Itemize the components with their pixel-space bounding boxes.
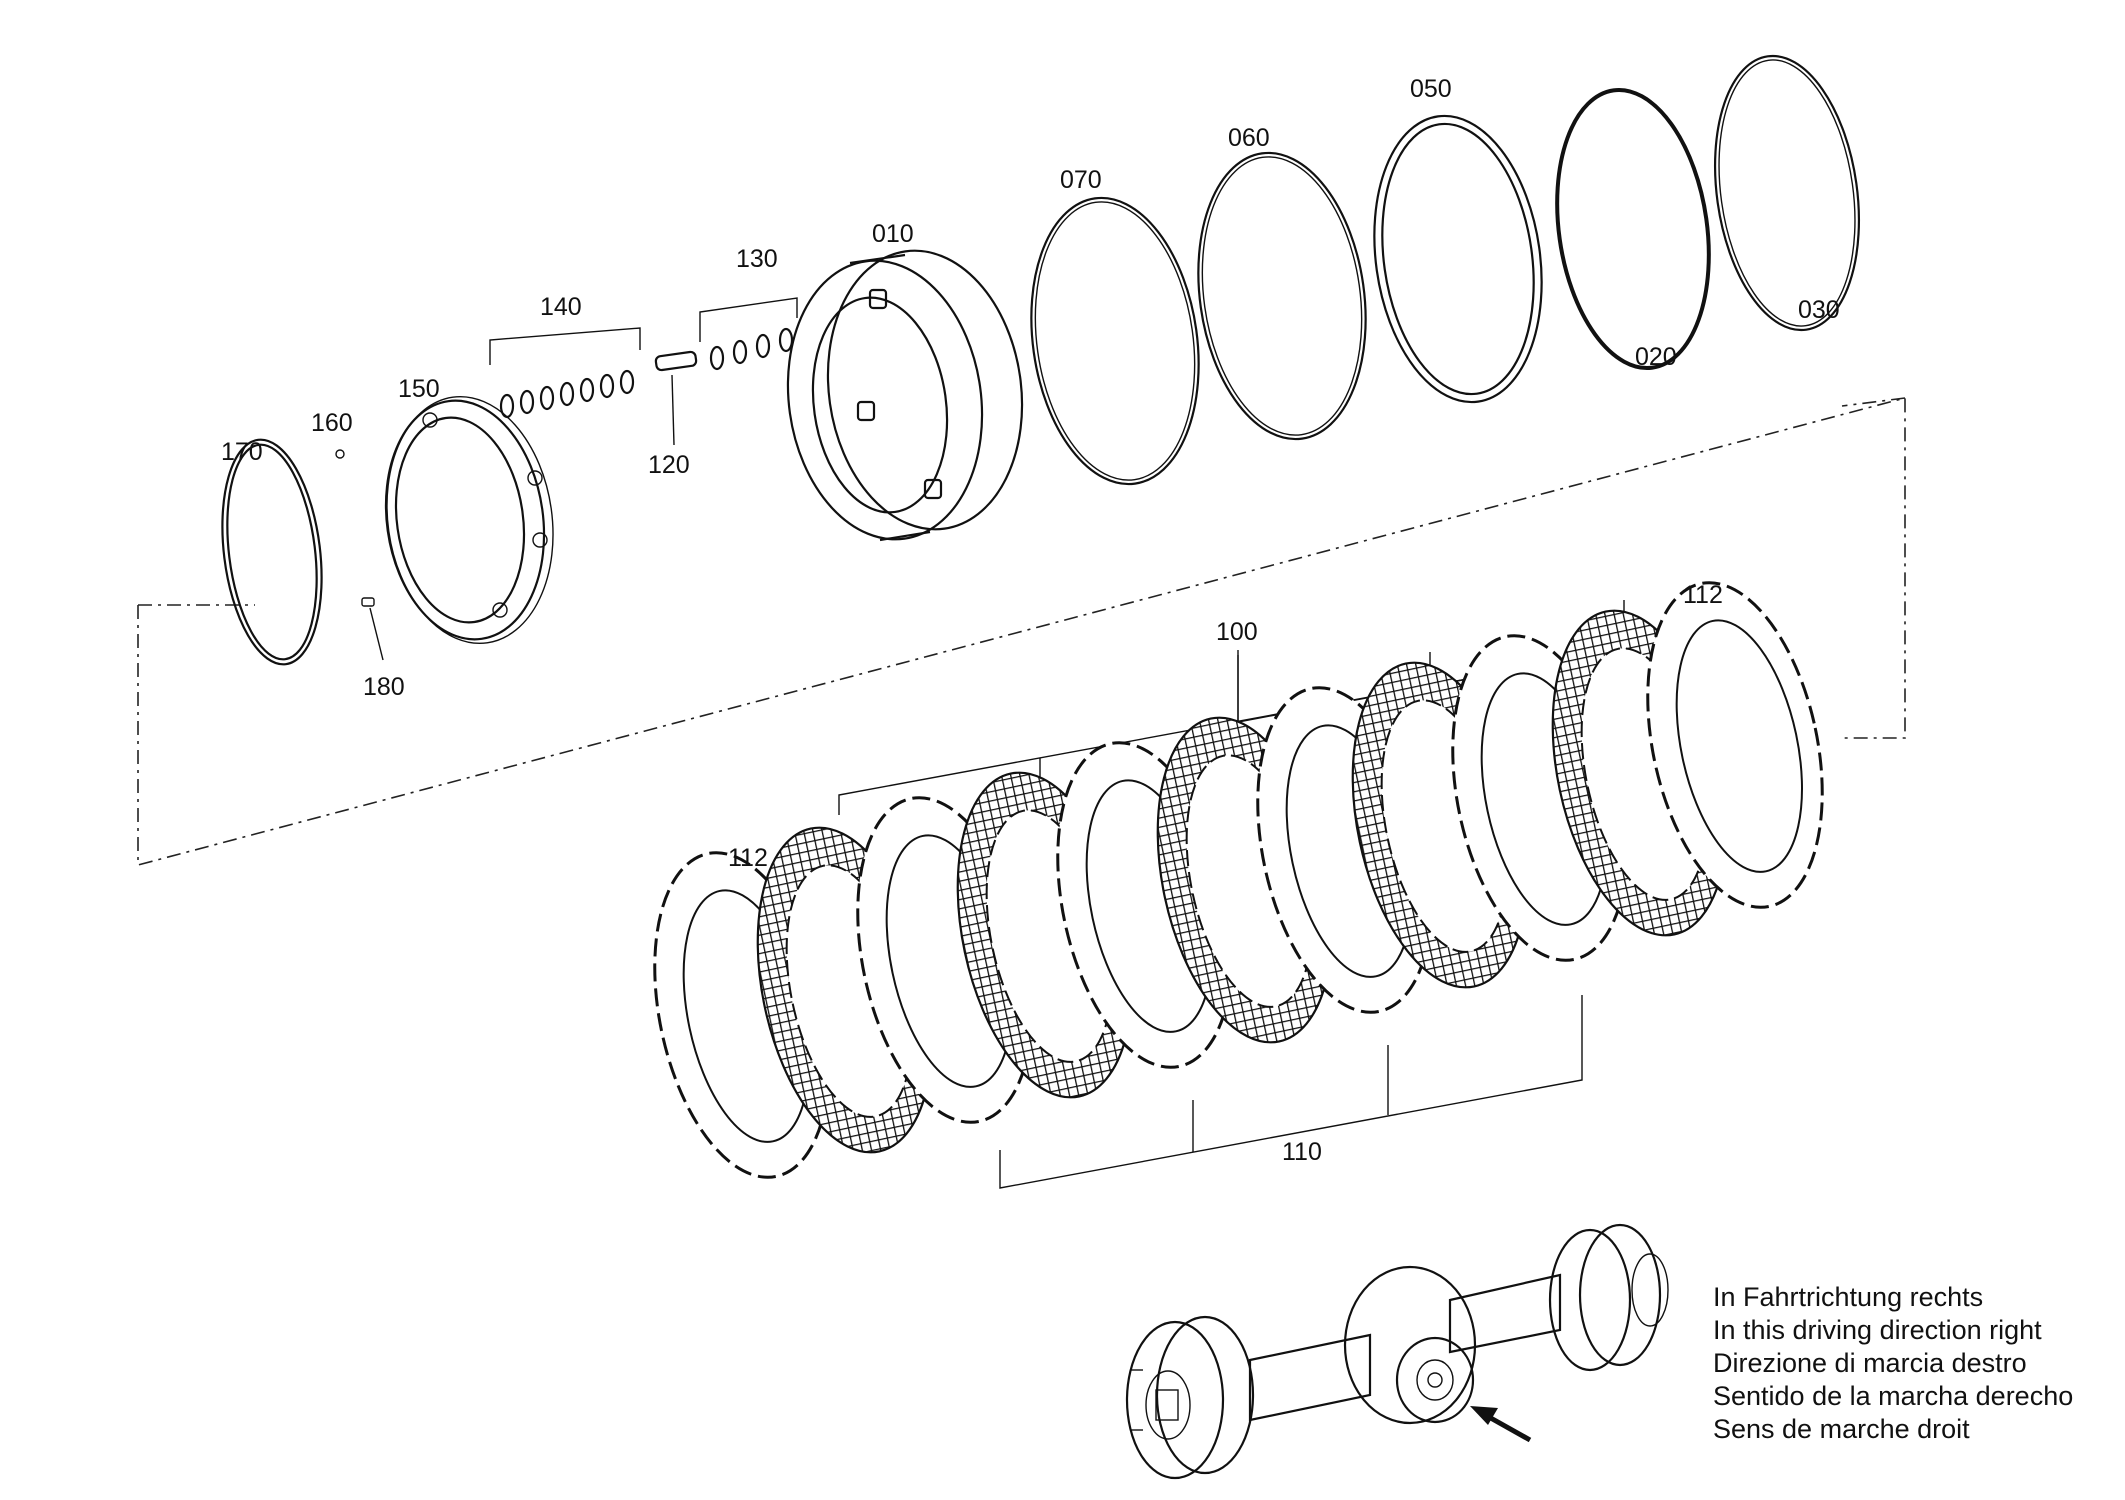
snap-ring-170 xyxy=(221,438,323,666)
legend-line-es: Sentido de la marcha derecho xyxy=(1713,1381,2073,1411)
label-070: 070 xyxy=(1060,166,1102,194)
spring-stack-130 xyxy=(699,297,798,371)
assembly-outline xyxy=(137,396,1906,867)
pin-180 xyxy=(361,597,375,607)
label-140: 140 xyxy=(540,293,582,321)
bracket-110 xyxy=(999,995,1583,1189)
label-010: 010 xyxy=(872,220,914,248)
label-180: 180 xyxy=(363,673,405,701)
legend-line-it: Direzione di marcia destro xyxy=(1713,1348,2027,1378)
legend-line-en: In this driving direction right xyxy=(1713,1315,2042,1345)
label-020: 020 xyxy=(1635,343,1677,371)
label-100: 100 xyxy=(1216,618,1258,646)
label-170: 170 xyxy=(221,438,263,466)
label-112-top: 112 xyxy=(1683,581,1723,609)
plate-pack xyxy=(653,581,1824,1179)
label-150: 150 xyxy=(398,375,440,403)
legend-line-fr: Sens de marche droit xyxy=(1713,1414,1970,1444)
cover-plate-150 xyxy=(384,395,554,645)
label-120: 120 xyxy=(648,451,690,479)
legend-line-de: In Fahrtrichtung rechts xyxy=(1713,1282,1983,1312)
assembly-outline-upper xyxy=(1841,397,1906,407)
ring-020 xyxy=(1555,87,1711,371)
ring-030 xyxy=(1713,54,1861,332)
axle-illustration xyxy=(1125,1223,1669,1480)
spring-stack-140 xyxy=(489,327,641,419)
seal-ring-060 xyxy=(1197,151,1367,441)
label-060: 060 xyxy=(1228,124,1270,152)
small-part-160 xyxy=(335,449,345,459)
label-030: 030 xyxy=(1798,296,1840,324)
label-112-left: 112 xyxy=(728,844,768,872)
label-050: 050 xyxy=(1410,75,1452,103)
label-130: 130 xyxy=(736,245,778,273)
piston-010 xyxy=(786,249,1024,542)
steel-plate xyxy=(1646,581,1824,909)
seal-ring-070 xyxy=(1030,196,1200,486)
label-110: 110 xyxy=(1282,1138,1322,1166)
ring-050 xyxy=(1373,114,1543,404)
guide-pin-120 xyxy=(654,350,698,446)
label-160: 160 xyxy=(311,409,353,437)
